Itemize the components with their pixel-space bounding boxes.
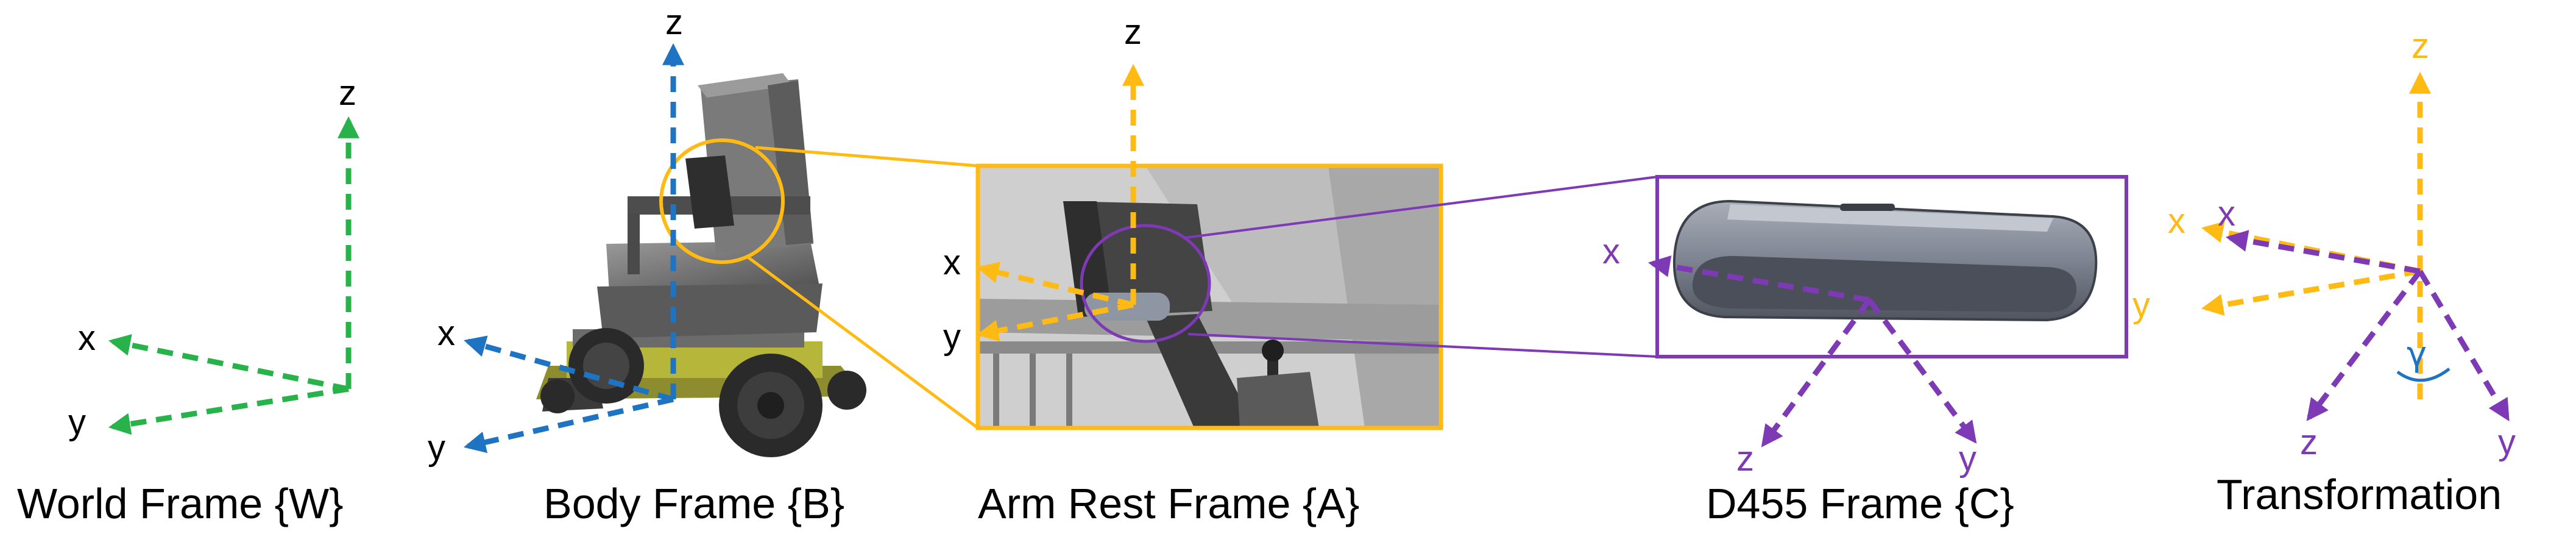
camera-z-axis bbox=[1761, 298, 1872, 447]
transform-camera-y-axis bbox=[2418, 269, 2510, 422]
armrest-closeup-illustration bbox=[975, 163, 1443, 430]
transform-angle-arc bbox=[2396, 368, 2450, 382]
world-frame-caption: World Frame {W} bbox=[17, 480, 344, 527]
transform-angle-symbol: γ bbox=[2407, 335, 2427, 374]
armrest-x-axis bbox=[976, 262, 1134, 308]
camera-connector-bottom bbox=[1187, 333, 1658, 358]
wheelchair-illustration bbox=[536, 73, 866, 457]
zoom-connector-top bbox=[755, 146, 978, 168]
camera-y-label: y bbox=[1959, 439, 1976, 479]
camera-frame: x z y D455 Frame {C} bbox=[1602, 232, 2014, 527]
transform-camera-x-label: x bbox=[2218, 194, 2235, 233]
armrest-frame: z x y Arm Rest Frame {A} bbox=[943, 12, 1359, 527]
transform-armrest-x-label: x bbox=[2168, 201, 2185, 241]
transform-camera-z-label: z bbox=[2300, 422, 2318, 462]
body-z-label: z bbox=[665, 2, 683, 42]
zoom-connector-bottom bbox=[745, 254, 979, 430]
armrest-frame-caption: Arm Rest Frame {A} bbox=[978, 480, 1359, 527]
world-x-axis bbox=[108, 334, 349, 392]
transformation-caption: Transformation bbox=[2217, 471, 2502, 518]
transform-camera-x-axis bbox=[2225, 230, 2421, 274]
world-x-label: x bbox=[78, 318, 96, 358]
transform-camera-y-label: y bbox=[2498, 422, 2516, 462]
world-frame: z x y World Frame {W} bbox=[17, 73, 359, 527]
body-y-axis bbox=[463, 396, 674, 454]
world-y-axis bbox=[108, 386, 349, 435]
body-frame-caption: Body Frame {B} bbox=[543, 480, 844, 527]
transform-camera-z-axis bbox=[2306, 269, 2422, 421]
body-y-label: y bbox=[428, 428, 445, 468]
body-x-axis bbox=[464, 335, 674, 402]
armrest-zoom-frame bbox=[975, 163, 1443, 430]
camera-frame-caption: D455 Frame {C} bbox=[1706, 480, 2014, 527]
camera-x-axis bbox=[1647, 255, 1870, 303]
camera-y-axis bbox=[1867, 298, 1977, 444]
transformation-diagram: γ z x y x z y Transformation bbox=[2132, 26, 2516, 518]
armrest-y-axis bbox=[976, 302, 1134, 342]
armrest-z-label: z bbox=[1124, 12, 1142, 52]
transform-armrest-y-label: y bbox=[2132, 285, 2150, 325]
armrest-y-label: y bbox=[943, 317, 961, 357]
world-z-label: z bbox=[339, 73, 356, 113]
d455-camera-illustration bbox=[1655, 175, 2128, 358]
camera-x-label: x bbox=[1602, 232, 1620, 271]
armrest-x-label: x bbox=[943, 243, 961, 282]
transform-armrest-z-label: z bbox=[2411, 26, 2429, 66]
world-y-label: y bbox=[68, 402, 86, 442]
transform-armrest-y-axis bbox=[2201, 268, 2421, 316]
body-x-label: x bbox=[437, 313, 455, 353]
camera-z-label: z bbox=[1736, 439, 1754, 479]
camera-connector-top bbox=[1184, 176, 1658, 239]
body-frame: z x y Body Frame {B} bbox=[428, 2, 844, 527]
